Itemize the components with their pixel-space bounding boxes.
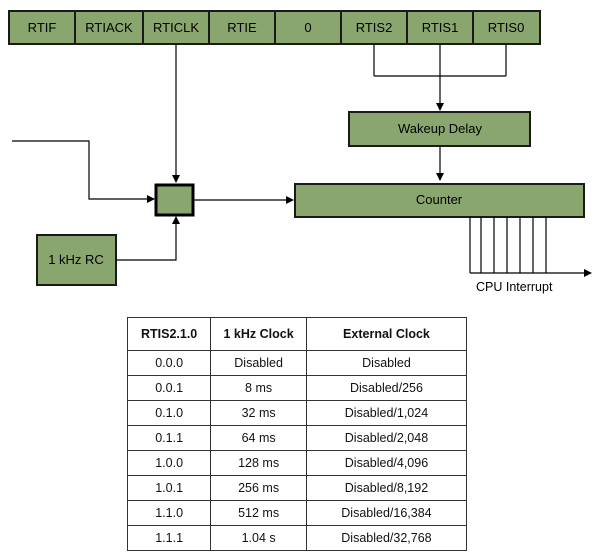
table-cell: Disabled: [305, 350, 468, 376]
table-row: 0.0.1 8 ms Disabled/256: [126, 375, 468, 401]
clock-select-mux: [154, 183, 195, 217]
table-cell: 512 ms: [210, 500, 307, 526]
table-row: 1.1.1 1.04 s Disabled/32,768: [126, 525, 468, 551]
table-cell: 1.1.1: [126, 525, 212, 551]
register-bit-label: RTIACK: [85, 20, 133, 35]
table-cell: Disabled/8,192: [305, 475, 468, 501]
table-cell: 1.1.0: [126, 500, 212, 526]
table-header-row: RTIS2.1.0 1 kHz Clock External Clock: [126, 317, 468, 351]
table-cell: 0.1.0: [126, 400, 212, 426]
cpu-interrupt-label: CPU Interrupt: [476, 280, 553, 294]
external-clock-line: [12, 140, 155, 203]
table-cell: 256 ms: [210, 475, 307, 501]
rc-to-mux-line: [116, 216, 180, 261]
rtis-period-table: RTIS2.1.0 1 kHz Clock External Clock 0.0…: [126, 317, 468, 551]
table-row: 1.0.0 128 ms Disabled/4,096: [126, 450, 468, 476]
table-cell: 0.0.0: [126, 350, 212, 376]
wakeup-delay-label: Wakeup Delay: [398, 121, 483, 136]
counter-block: [294, 183, 585, 218]
table-cell: 1.0.1: [126, 475, 212, 501]
register-bit-label: RTIS0: [488, 20, 525, 35]
table-row: 0.1.1 64 ms Disabled/2,048: [126, 425, 468, 451]
table-row: 0.1.0 32 ms Disabled/1,024: [126, 400, 468, 426]
register-bit-label: RTIS2: [356, 20, 393, 35]
rc-oscillator-label: 1 kHz RC: [48, 252, 104, 267]
table-cell: Disabled/1,024: [305, 400, 468, 426]
table-cell: 0.0.1: [126, 375, 212, 401]
register-bit-label: RTICLK: [153, 20, 199, 35]
table-cell: Disabled/2,048: [305, 425, 468, 451]
register-bit-reserved: [274, 10, 342, 45]
table-cell: 1.04 s: [210, 525, 307, 551]
table-cell: 1.0.0: [126, 450, 212, 476]
register-bit-label: RTIS1: [422, 20, 459, 35]
table-cell: Disabled/256: [305, 375, 468, 401]
register-bit-label: RTIE: [227, 20, 257, 35]
register-bit-rtiack: [74, 10, 144, 45]
column-header-external-clock: External Clock: [305, 317, 468, 351]
rc-oscillator-block: [36, 234, 117, 286]
column-header-1khz-clock: 1 kHz Clock: [210, 317, 307, 351]
register-bit-label: RTIF: [28, 20, 57, 35]
register-bit-rtis0: [472, 10, 541, 45]
counter-label: Counter: [416, 192, 463, 207]
table-cell: 64 ms: [210, 425, 307, 451]
table-cell: Disabled/32,768: [305, 525, 468, 551]
table-cell: Disabled/4,096: [305, 450, 468, 476]
table-cell: 8 ms: [210, 375, 307, 401]
rti-control-register: RTIF RTIACK RTICLK RTIE 0 RTIS2 RTIS1 RT…: [8, 10, 541, 45]
table-cell: Disabled: [210, 350, 307, 376]
rti-block-diagram: RTIF RTIACK RTICLK RTIE 0 RTIS2 RTIS1 RT…: [8, 10, 592, 294]
rtis-bracket: [373, 44, 507, 111]
table-cell: Disabled/16,384: [305, 500, 468, 526]
table-cell: 0.1.1: [126, 425, 212, 451]
counter-output-taps: [469, 217, 547, 273]
table-cell: 32 ms: [210, 400, 307, 426]
column-header-rtis: RTIS2.1.0: [126, 317, 212, 351]
table-row: 1.1.0 512 ms Disabled/16,384: [126, 500, 468, 526]
table-row: 0.0.0 Disabled Disabled: [126, 350, 468, 376]
table-row: 1.0.1 256 ms Disabled/8,192: [126, 475, 468, 501]
register-bit-label: 0: [304, 20, 311, 35]
table-cell: 128 ms: [210, 450, 307, 476]
register-bit-rtif: [8, 10, 76, 45]
